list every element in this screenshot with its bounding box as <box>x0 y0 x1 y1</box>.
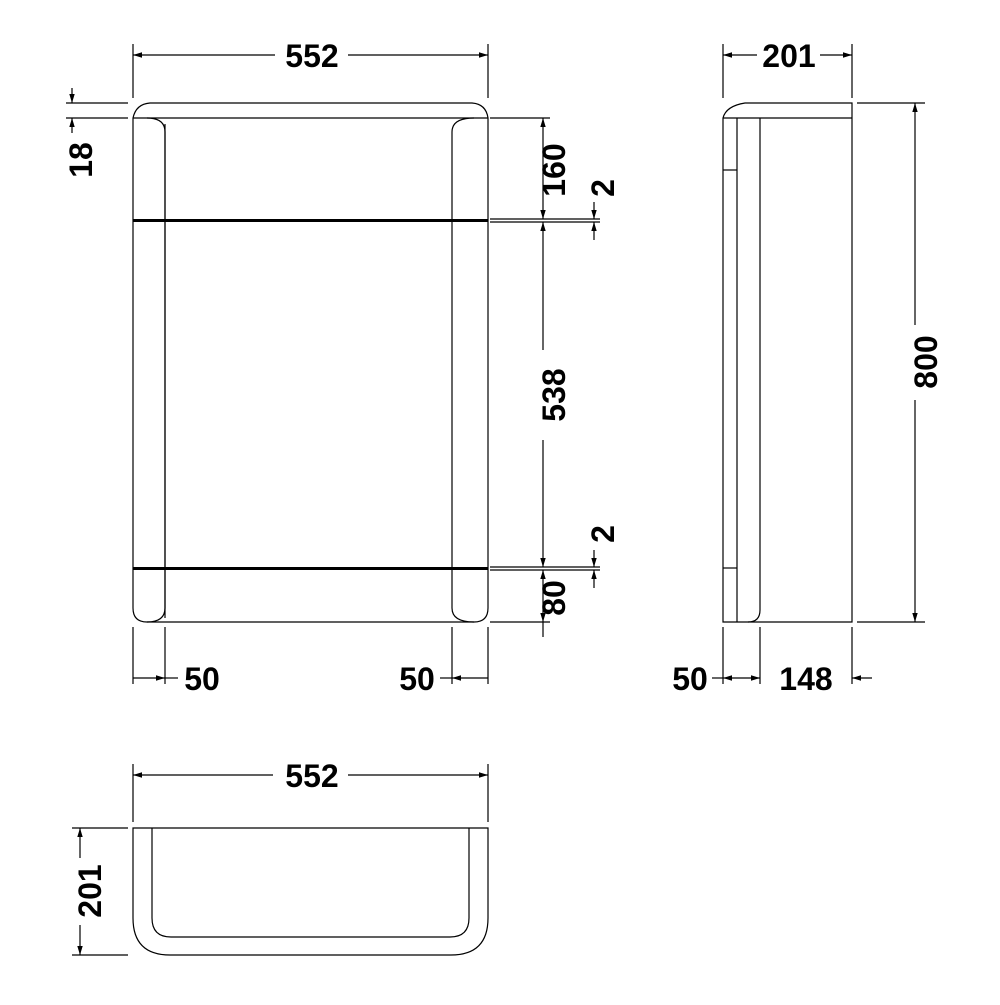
top-outer-outline <box>132 827 489 956</box>
side-outline <box>722 102 853 623</box>
top-view: 552 201 <box>72 758 489 956</box>
front-upper-door-gap <box>133 219 488 222</box>
front-width-label: 552 <box>285 38 338 74</box>
front-top-lip-label: 18 <box>63 142 99 178</box>
front-right-side-label: 50 <box>399 661 435 697</box>
side-height-label: 800 <box>908 335 944 388</box>
front-right-side-panel <box>451 117 475 623</box>
front-left-side-label: 50 <box>184 661 220 697</box>
front-lower-door-gap <box>133 567 488 570</box>
side-body-curve <box>747 117 761 623</box>
front-lower-gap-label: 2 <box>585 525 621 543</box>
side-depth-label: 201 <box>762 38 815 74</box>
top-depth-label: 201 <box>72 864 108 917</box>
side-door-depth-label: 50 <box>672 661 708 697</box>
front-door-height-label: 538 <box>536 368 572 421</box>
side-body-depth-label: 148 <box>779 661 832 697</box>
side-view: 201 800 50 148 <box>672 38 944 697</box>
front-top-panel-label: 160 <box>536 143 572 196</box>
front-left-side-panel <box>146 117 166 623</box>
front-view: 552 18 160 538 80 2 2 <box>63 38 621 697</box>
front-plinth-label: 80 <box>536 580 572 616</box>
top-width-label: 552 <box>285 758 338 794</box>
front-outline <box>132 102 489 623</box>
front-upper-gap-label: 2 <box>585 179 621 197</box>
top-inner-outline <box>151 828 470 938</box>
